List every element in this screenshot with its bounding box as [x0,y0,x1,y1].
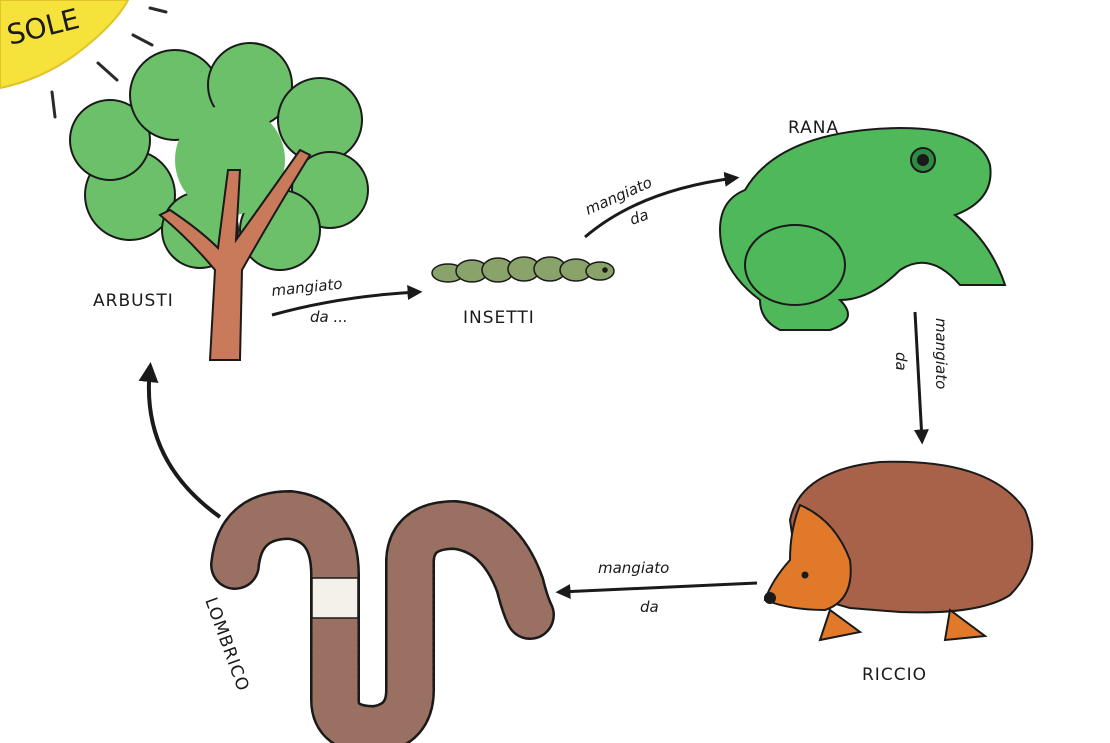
arrow-label-line2: da [640,598,659,616]
arrow-label-line1: mangiato [598,559,669,577]
insects-label: INSETTI [463,308,535,328]
hedgehog-label: RICCIO [862,665,927,685]
frog-label: RANA [788,118,839,138]
shrubs-label: ARBUSTI [93,291,174,311]
arrow-label-line2: da ... [310,308,348,326]
arrow-label-line2: da [892,352,910,371]
arrow-label-line1: mangiato [932,318,950,389]
